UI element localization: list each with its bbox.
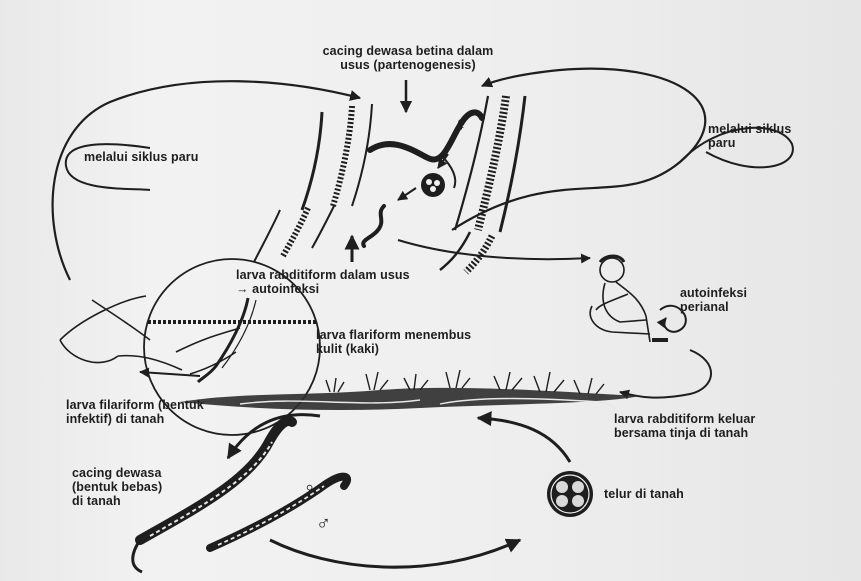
arrow-freeliving-to-egg <box>270 540 520 567</box>
left-lung-cycle-arrow <box>53 81 360 280</box>
female-symbol: ♀ <box>302 480 317 500</box>
label-rhabditiform-in-gut: larva rabditiform dalam usus → autoinfek… <box>236 268 410 296</box>
right-lung-cycle-arrow <box>452 69 705 230</box>
male-symbol: ♂ <box>316 514 331 534</box>
arrow-egg-to-larva-soil <box>478 418 570 462</box>
arrow-egg-to-larva <box>398 188 416 200</box>
label-free-living-adult: cacing dewasa (bentuk bebas) di tanah <box>72 466 162 508</box>
stool-mark <box>652 338 668 342</box>
arrow-gut-to-perianal <box>398 240 590 259</box>
label-filariform-in-soil: larva filariform (bentuk infektif) di ta… <box>66 398 204 426</box>
label-adult-female-in-gut: cacing dewasa betina dalam usus (parteno… <box>290 44 526 72</box>
label-rhabditiform-out-with-stool: larva rabditiform keluar bersama tinja d… <box>614 412 755 440</box>
soil-egg <box>547 471 593 517</box>
female-symbol-small: ♀ <box>457 117 466 131</box>
rhabditiform-larva-gut <box>363 206 384 246</box>
label-filariform-penetrates-skin: larva flariform menembus kulit (kaki) <box>316 328 471 356</box>
intestine-illustration <box>254 96 525 272</box>
skin-foot-outline <box>176 328 240 374</box>
label-egg-in-soil: telur di tanah <box>604 487 684 501</box>
label-lung-cycle-right: melalui siklus paru <box>708 122 791 150</box>
squatting-person-illustration <box>590 256 650 342</box>
intestine-egg <box>421 173 445 197</box>
soil-strip <box>180 388 640 410</box>
leg-illustration <box>60 296 182 370</box>
arrow-stool-to-soil <box>620 350 711 398</box>
label-lung-cycle-left: melalui siklus paru <box>84 150 198 164</box>
label-perianal-autoinfection: autoinfeksi perianal <box>680 286 747 314</box>
